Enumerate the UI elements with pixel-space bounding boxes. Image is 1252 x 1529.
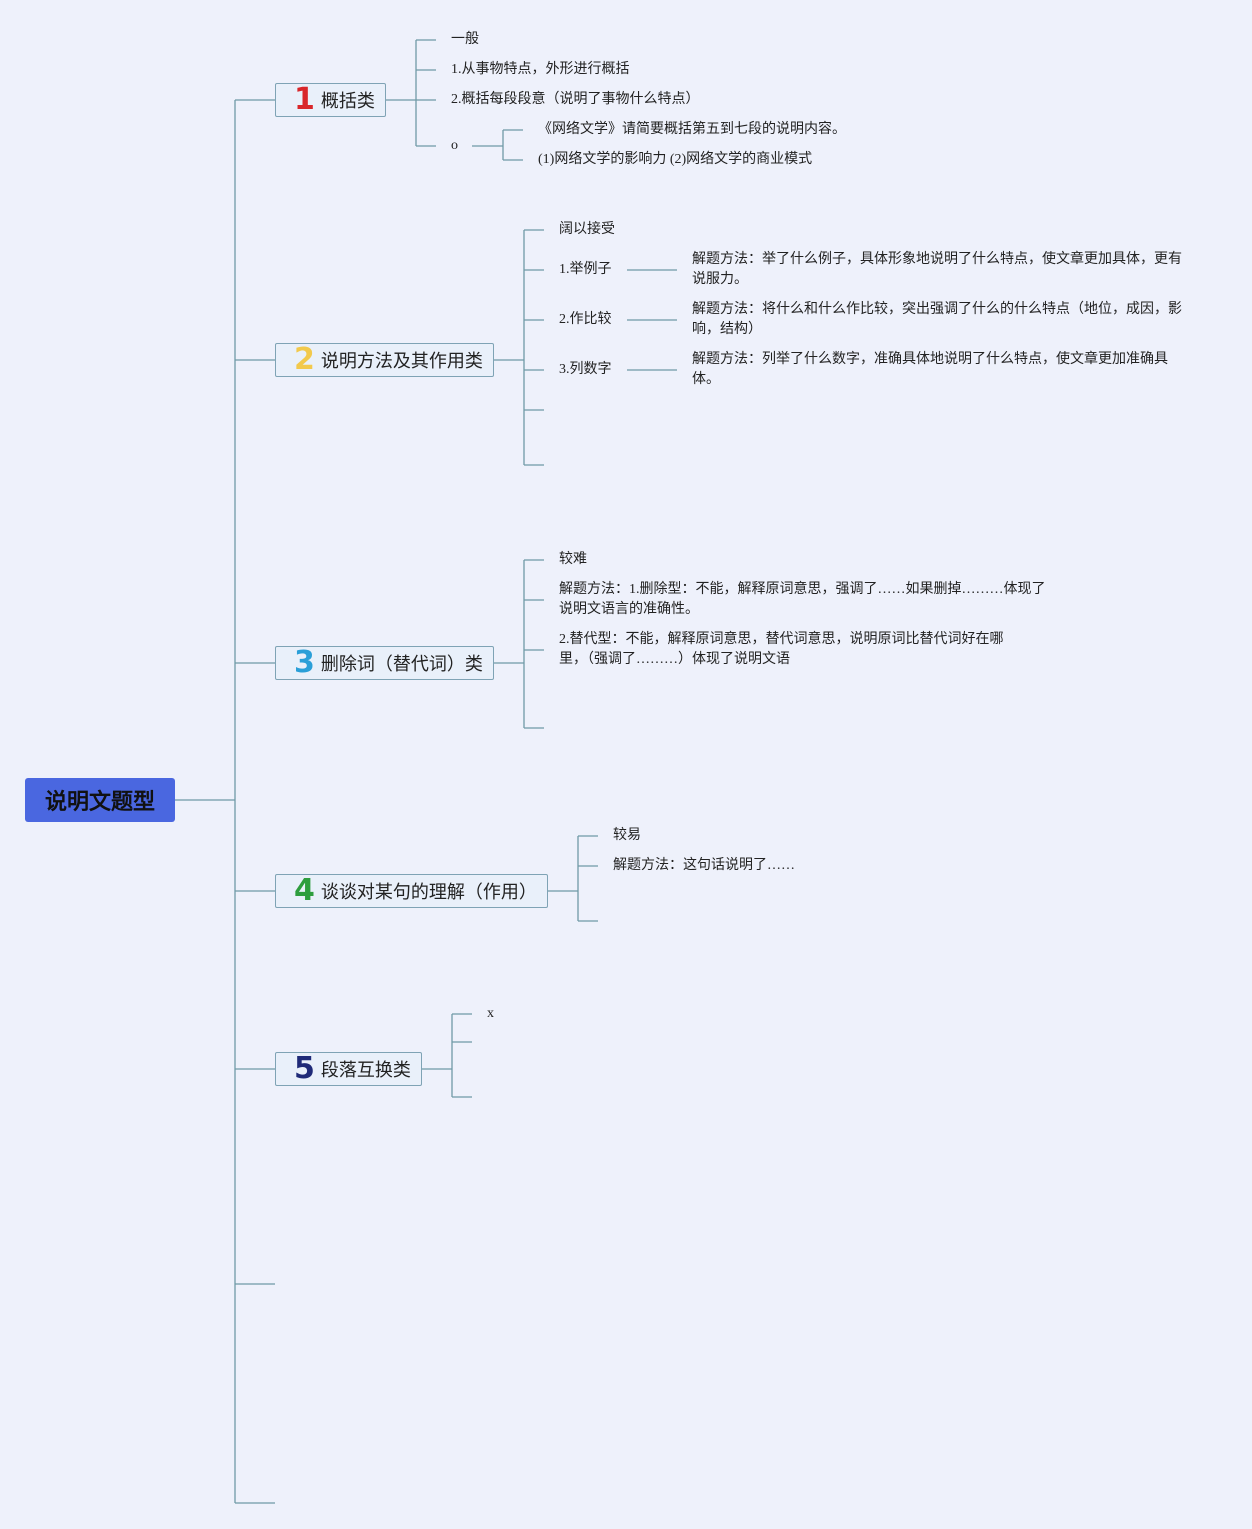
number-3-icon: 3	[294, 645, 315, 680]
number-4-icon: 4	[294, 873, 315, 908]
topic-label: 删除词（替代词）类	[320, 654, 483, 675]
topic-label: 说明方法及其作用类	[320, 351, 483, 372]
topic-1-item[interactable]: 2.概括每段段意（说明了事物什么特点）	[451, 92, 700, 107]
topic-3-item[interactable]: 解题方法：1.删除型：不能，解释原词意思，强调了……如果删掉………体现了说明文语…	[559, 582, 1046, 617]
topic-1-subitem[interactable]: (1)网络文学的影响力 (2)网络文学的商业模式	[538, 152, 813, 167]
number-5-icon: 5	[294, 1051, 315, 1086]
topic-label: 段落互换类	[320, 1060, 411, 1081]
number-2-icon: 2	[294, 342, 315, 377]
topic-2-item[interactable]: 2.作比较	[559, 312, 612, 327]
topic-1-item[interactable]: o	[451, 138, 458, 153]
topic-3-item[interactable]: 较难	[559, 552, 587, 567]
topic-2-detail[interactable]: 解题方法：举了什么例子，具体形象地说明了什么特点，使文章更加具体，更有说服力。	[692, 252, 1182, 287]
topic-4-item[interactable]: 较易	[613, 828, 641, 843]
topic-1-item[interactable]: 一般	[451, 32, 479, 47]
topic-4-item[interactable]: 解题方法：这句话说明了……	[613, 858, 795, 873]
topic-5-item[interactable]: x	[487, 1006, 494, 1021]
topic-2-detail[interactable]: 解题方法：将什么和什么作比较，突出强调了什么的什么特点（地位，成因，影响，结构）	[692, 302, 1182, 337]
topic-1-subitem[interactable]: 《网络文学》请简要概括第五到七段的说明内容。	[538, 122, 846, 137]
topic-2-item[interactable]: 3.列数字	[559, 362, 612, 377]
topic-2-item[interactable]: 阔以接受	[559, 222, 615, 237]
topic-node-4[interactable]: 4 谈谈对某句的理解（作用）	[275, 874, 548, 908]
topic-node-1[interactable]: 1 概括类	[275, 83, 386, 117]
topic-node-5[interactable]: 5 段落互换类	[275, 1052, 422, 1086]
topic-label: 谈谈对某句的理解（作用）	[320, 882, 537, 903]
topic-node-3[interactable]: 3 删除词（替代词）类	[275, 646, 494, 680]
topic-2-detail[interactable]: 解题方法：列举了什么数字，准确具体地说明了什么特点，使文章更加准确具体。	[692, 352, 1168, 387]
topic-2-item[interactable]: 1.举例子	[559, 262, 612, 277]
topic-node-2[interactable]: 2 说明方法及其作用类	[275, 343, 494, 377]
topic-1-item[interactable]: 1.从事物特点，外形进行概括	[451, 62, 630, 77]
number-1-icon: 1	[294, 82, 315, 117]
topic-label: 概括类	[320, 91, 375, 112]
topic-3-item[interactable]: 2.替代型：不能，解释原词意思，替代词意思，说明原词比替代词好在哪里，（强调了……	[559, 632, 1004, 667]
root-node[interactable]: 说明文题型	[25, 778, 175, 822]
